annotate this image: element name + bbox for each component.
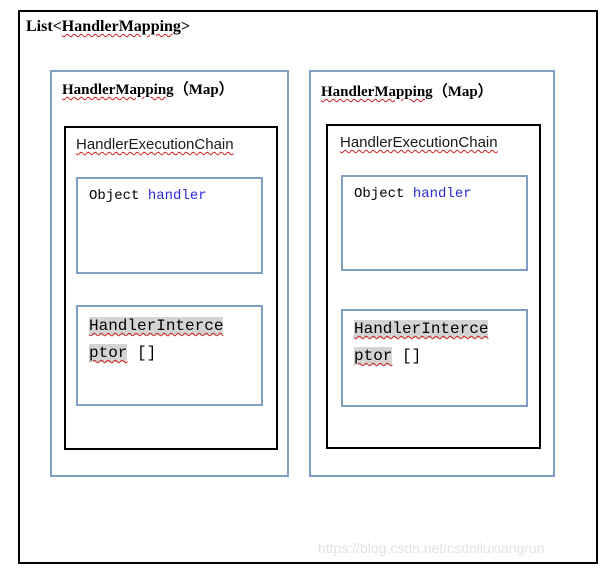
interceptor-line1-2: HandlerInterce <box>354 320 489 338</box>
handler-mapping-name-2: HandlerMapping <box>321 84 433 100</box>
handler-mapping-title-1: HandlerMapping（Map） <box>62 78 234 99</box>
interceptor-array-2: [] <box>392 347 422 365</box>
interceptor-line2-1: ptor [] <box>89 344 156 362</box>
list-label-type: HandlerMapping <box>61 18 181 35</box>
execution-chain-title-1: HandlerExecutionChain <box>76 136 234 153</box>
interceptor-type-part2-1: ptor <box>89 344 128 362</box>
interceptor-array-1: [] <box>127 344 157 362</box>
object-handler-line-2: Object handler <box>354 186 472 202</box>
list-label-prefix: List< <box>26 18 62 35</box>
list-title: List<HandlerMapping> <box>26 18 190 36</box>
list-label-suffix: > <box>180 18 191 35</box>
object-handler-line-1: Object handler <box>89 188 207 204</box>
handler-mapping-suffix-1: （Map） <box>173 82 234 98</box>
object-field-2: handler <box>412 186 472 202</box>
handler-mapping-suffix-2: （Map） <box>432 84 493 100</box>
object-handler-box-2 <box>341 175 528 271</box>
object-field-1: handler <box>147 188 207 204</box>
interceptor-line1-1: HandlerInterce <box>89 317 224 335</box>
object-handler-box-1 <box>76 177 263 274</box>
interceptor-type-part1-1: HandlerInterce <box>89 317 224 335</box>
execution-chain-title-2: HandlerExecutionChain <box>340 134 498 151</box>
watermark: https://blog.csdn.net/csdnliuxiangrun <box>318 540 545 556</box>
object-type-1: Object <box>89 188 140 204</box>
interceptor-line2-2: ptor [] <box>354 347 421 365</box>
interceptor-type-part2-2: ptor <box>354 347 393 365</box>
interceptor-type-part1-2: HandlerInterce <box>354 320 489 338</box>
object-type-2: Object <box>354 186 405 202</box>
handler-mapping-name-1: HandlerMapping <box>62 82 174 98</box>
handler-mapping-title-2: HandlerMapping（Map） <box>321 80 493 101</box>
